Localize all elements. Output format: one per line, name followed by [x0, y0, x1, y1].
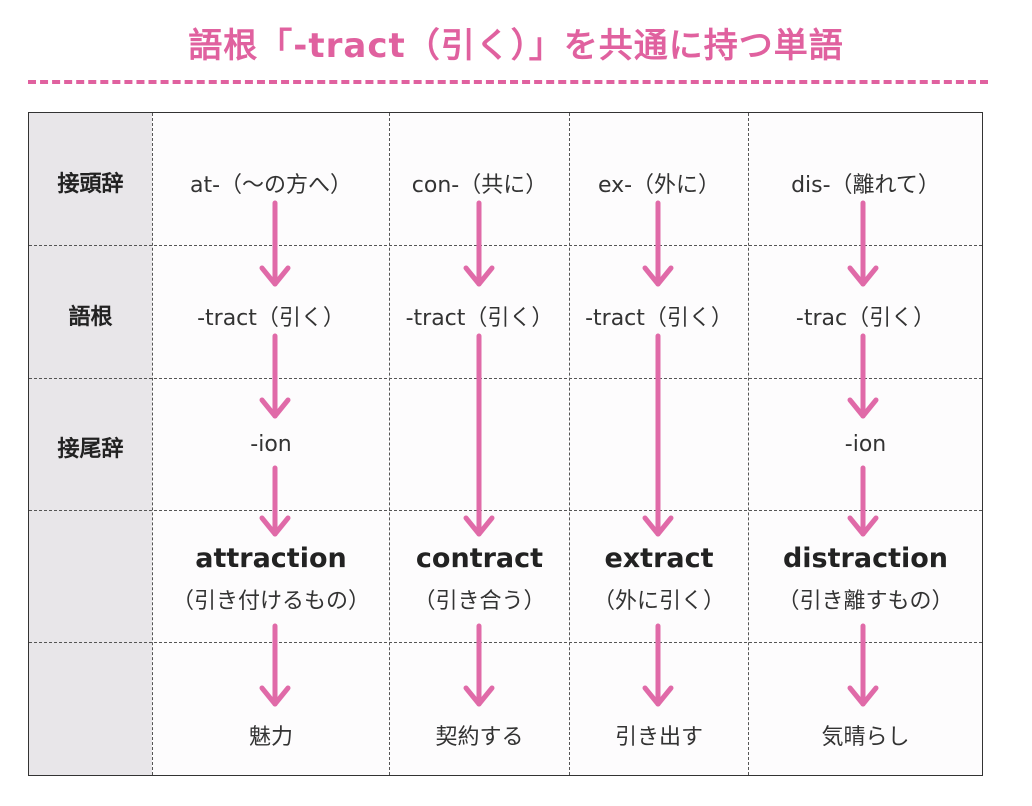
gloss-cell: （引き付けるもの）	[171, 589, 370, 614]
row-divider	[29, 510, 982, 511]
row-divider	[29, 245, 982, 246]
root-cell: -tract（引く）	[405, 306, 554, 331]
row-label-column	[29, 113, 152, 775]
suffix-cell: -ion	[844, 432, 887, 457]
meaning-cell: 引き出す	[614, 725, 703, 750]
root-cell: -tract（引く）	[197, 306, 345, 331]
meaning-cell: 契約する	[435, 725, 524, 750]
column-divider	[748, 113, 749, 775]
row-label-prefix: 接頭辞	[57, 172, 124, 197]
morphology-table: 接頭辞 語根 接尾辞 at-（〜の方へ） -tract（引く） -ion att…	[28, 112, 983, 776]
root-cell: -tract（引く）	[585, 306, 733, 331]
diagram-title: 語根「-tract（引く）」を共通に持つ単語	[188, 26, 844, 66]
suffix-cell: -ion	[250, 432, 292, 457]
prefix-cell: at-（〜の方へ）	[189, 173, 353, 198]
column-divider	[569, 113, 570, 775]
meaning-cell: 魅力	[248, 725, 293, 750]
word-cell: attraction	[195, 543, 347, 574]
prefix-cell: ex-（外に）	[597, 173, 721, 198]
row-label-root: 語根	[68, 305, 113, 330]
word-cell: extract	[604, 543, 714, 574]
root-cell: -trac（引く）	[795, 306, 936, 331]
row-label-suffix: 接尾辞	[57, 437, 124, 462]
row-divider	[29, 378, 982, 379]
prefix-cell: dis-（離れて）	[791, 173, 940, 198]
word-cell: distraction	[782, 543, 949, 574]
title-dashed-rule	[28, 80, 988, 84]
column-divider	[389, 113, 390, 775]
meaning-cell: 気晴らし	[821, 725, 910, 750]
row-divider	[29, 642, 982, 643]
gloss-cell: （引き合う）	[413, 589, 546, 614]
word-cell: contract	[415, 543, 544, 574]
prefix-cell: con-（共に）	[411, 173, 548, 198]
column-divider	[152, 113, 153, 775]
gloss-cell: （外に引く）	[592, 589, 725, 614]
gloss-cell: （引き離すもの）	[777, 589, 954, 614]
